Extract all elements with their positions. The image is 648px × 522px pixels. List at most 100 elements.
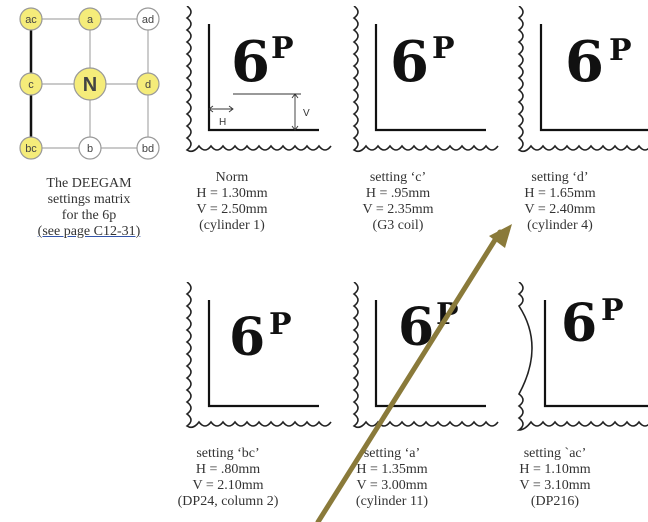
stamp-value-superscript: P	[432, 31, 455, 66]
perforated-edge	[185, 5, 332, 153]
matrix-node-label: ad	[142, 14, 154, 26]
matrix-node-ac: ac	[19, 7, 43, 31]
dimension-line	[208, 105, 234, 113]
stamp-value-digit: 6	[390, 29, 429, 95]
stamp-value-superscript: P	[269, 307, 292, 342]
matrix-caption-line: The DEEGAM	[46, 176, 132, 191]
matrix-node-label: bc	[25, 143, 37, 155]
stamp-caption-line: H = 1.10mm	[519, 462, 591, 477]
matrix-node-label: d	[145, 79, 151, 91]
stamp-caption-line: V = 2.50mm	[196, 202, 268, 217]
stamp-caption-line: V = 3.00mm	[356, 478, 428, 493]
stamp-outline	[516, 281, 648, 431]
stamp-caption-line: (cylinder 11)	[355, 494, 429, 509]
matrix-node-label: c	[28, 79, 34, 91]
stamp-caption-line: H = .95mm	[365, 186, 431, 201]
matrix-caption-line: for the 6p	[61, 208, 117, 223]
v-dimension-label: V	[303, 108, 310, 119]
matrix-node-circle	[19, 72, 43, 96]
stamp-caption-line: setting ‘d’	[531, 170, 589, 185]
stamp-caption-line: H = 1.30mm	[196, 186, 268, 201]
matrix-node-c: c	[19, 72, 43, 96]
stamp-caption-line: setting ‘c’	[369, 170, 427, 185]
stamp-caption-line: V = 2.40mm	[524, 202, 596, 217]
matrix-node-circle	[73, 67, 107, 101]
stamp-caption-line: H = .80mm	[195, 462, 261, 477]
matrix-node-circle	[19, 136, 43, 160]
stamp-value-digit: 6	[229, 307, 266, 368]
perforated-edge	[185, 281, 332, 429]
stamp-value-digit: 6	[565, 29, 604, 95]
matrix-node-label: a	[87, 14, 94, 26]
matrix-node-a: a	[78, 7, 102, 31]
matrix-node-label: N	[83, 74, 97, 96]
stamp-caption-line: V = 2.10mm	[192, 478, 264, 493]
matrix-node-label: bd	[142, 143, 154, 155]
perforated-edge	[517, 5, 648, 153]
matrix-node-circle	[19, 7, 43, 31]
perforated-edge	[352, 5, 499, 153]
stamp-value-superscript: P	[609, 33, 632, 68]
stamp-caption-line: H = 1.35mm	[356, 462, 428, 477]
matrix-node-circle	[136, 136, 160, 160]
matrix-node-bc: bc	[19, 136, 43, 160]
matrix-node-label: ac	[25, 14, 37, 26]
stamp-caption-line: H = 1.65mm	[524, 186, 596, 201]
matrix-node-b: b	[78, 136, 102, 160]
stamp-frame-line	[374, 24, 486, 132]
stamp-outline	[352, 5, 499, 153]
stamp-caption-line: setting `ac’	[523, 446, 587, 461]
matrix-caption: The DEEGAM settings matrix for the 6p (s…	[4, 176, 174, 240]
matrix-node-circle	[78, 7, 102, 31]
stamp-frame-line	[207, 24, 319, 132]
perforated-edge	[516, 281, 648, 431]
stamp-caption-line: V = 3.10mm	[519, 478, 591, 493]
matrix-node-bd: bd	[136, 136, 160, 160]
stamp-caption-line: V = 2.35mm	[362, 202, 434, 217]
arrow-shaft	[315, 229, 503, 522]
stamp-frame-line	[207, 300, 319, 408]
stamp-frame-line	[543, 300, 648, 408]
matrix-node-circle	[136, 72, 160, 96]
matrix-node-d: d	[136, 72, 160, 96]
matrix-node-ad: ad	[136, 7, 160, 31]
matrix-node-label: b	[87, 143, 93, 155]
see-page-link[interactable]: (see page C12-31)	[37, 224, 141, 239]
stamp-outline	[517, 5, 648, 153]
stamp-caption-line: (DP24, column 2)	[177, 494, 279, 509]
stamp-outline	[352, 281, 499, 429]
stamp-frame-line	[539, 24, 648, 132]
stamp-value-digit: 6	[561, 293, 598, 354]
stamp-frame-line	[374, 300, 486, 408]
matrix-node-N: N	[73, 67, 107, 101]
stamp-caption-line: (DP216)	[530, 494, 580, 509]
stamp-caption-line: setting ‘a’	[363, 446, 421, 461]
stamp-caption-line: (cylinder 1)	[199, 218, 265, 233]
stamp-caption-line: (cylinder 4)	[527, 218, 593, 233]
stamp-value-superscript: P	[271, 31, 294, 66]
stamp-outline	[185, 281, 332, 429]
stamp-value-superscript: P	[601, 293, 624, 328]
h-dimension-label: H	[219, 117, 226, 128]
perforated-edge	[352, 281, 499, 429]
stamp-caption-line: (G3 coil)	[372, 218, 424, 233]
matrix-node-circle	[78, 136, 102, 160]
stamp-outline: HV	[185, 5, 332, 153]
matrix-caption-line: settings matrix	[47, 192, 131, 207]
stamp-value-digit: 6	[231, 29, 270, 95]
stamp-caption-line: Norm	[215, 170, 249, 185]
stamp-caption-line: setting ‘bc’	[196, 446, 260, 461]
